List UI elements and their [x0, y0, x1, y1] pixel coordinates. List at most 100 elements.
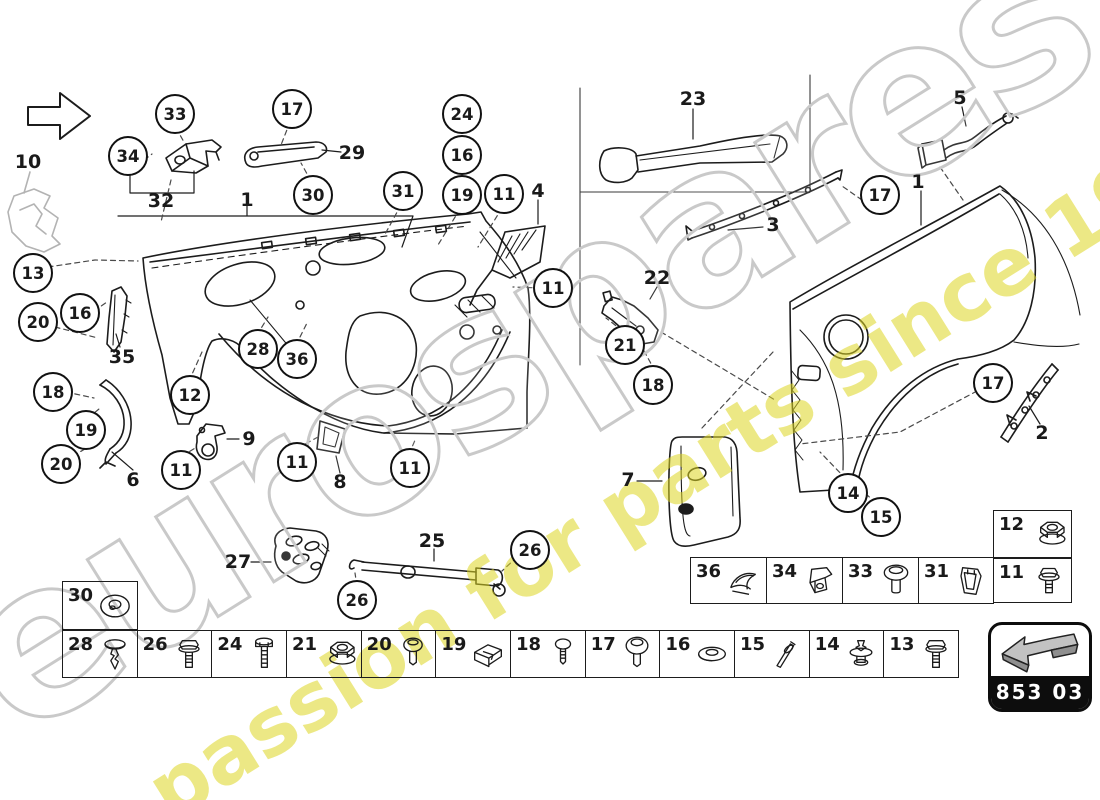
callout-circle-20[interactable]: 20: [41, 444, 81, 484]
part-cell-number: 16: [665, 634, 691, 655]
callout-label-1[interactable]: 1: [911, 171, 925, 193]
washer-icon: [698, 646, 727, 662]
callout-circle-31[interactable]: 31: [383, 171, 423, 211]
part-cell-20[interactable]: 20: [360, 630, 437, 678]
part-sketch-10: [7, 171, 61, 253]
callout-label-23[interactable]: 23: [679, 88, 707, 110]
part-cell-33[interactable]: 33: [842, 557, 919, 604]
part-cell-30[interactable]: 30: [62, 581, 138, 630]
callout-circle-11[interactable]: 11: [533, 268, 573, 308]
part-sketch-7: [668, 436, 741, 547]
callout-label-7[interactable]: 7: [621, 469, 635, 491]
callout-label-4[interactable]: 4: [531, 180, 545, 202]
callout-circle-17[interactable]: 17: [272, 89, 312, 129]
part-sketch-6: [99, 379, 132, 469]
part-sketch-35: [106, 286, 132, 353]
callout-label-5[interactable]: 5: [953, 87, 967, 109]
part-cell-number: 31: [924, 561, 950, 582]
callout-label-8[interactable]: 8: [333, 471, 347, 493]
flange-nut-icon: [1039, 521, 1066, 545]
part-sketch-23: [598, 134, 788, 184]
callout-label-1[interactable]: 1: [240, 189, 254, 211]
part-cell-number: 19: [441, 634, 467, 655]
part-sketch-32-bracket: [165, 139, 222, 174]
callout-circle-13[interactable]: 13: [13, 253, 53, 293]
part-sketch-4: [469, 225, 546, 306]
part-sketch-25: [348, 559, 506, 597]
part-cell-31[interactable]: 31: [918, 557, 994, 604]
part-sketch-22-bracket: [601, 290, 659, 345]
part-cell-number: 28: [68, 634, 94, 655]
callout-label-29[interactable]: 29: [338, 142, 366, 164]
callout-circle-26[interactable]: 26: [510, 530, 550, 570]
callout-label-27[interactable]: 27: [224, 551, 252, 573]
callout-circle-18[interactable]: 18: [33, 372, 73, 412]
pan-screw-icon: [403, 637, 424, 666]
flange-bolt-icon: [925, 640, 947, 668]
part-cell-number: 14: [814, 634, 840, 655]
part-sketch-29: [243, 141, 328, 168]
part-cell-16[interactable]: 16: [659, 630, 736, 678]
callout-label-22[interactable]: 22: [643, 267, 671, 289]
part-cell-14[interactable]: 14: [808, 630, 885, 678]
callout-circle-20[interactable]: 20: [18, 302, 58, 342]
part-cell-11[interactable]: 11: [993, 558, 1072, 603]
part-cell-number: 17: [590, 634, 616, 655]
grommet-clip-icon: [849, 640, 873, 666]
part-cell-13[interactable]: 13: [883, 630, 960, 678]
callout-circle-17[interactable]: 17: [860, 175, 900, 215]
callout-circle-34[interactable]: 34: [108, 136, 148, 176]
part-cell-number: 26: [142, 634, 168, 655]
edge-clip-icon: [960, 566, 982, 595]
callout-label-25[interactable]: 25: [418, 530, 446, 552]
part-cell-36[interactable]: 36: [690, 557, 767, 604]
callout-label-9[interactable]: 9: [242, 428, 256, 450]
section-dividers: [579, 74, 811, 366]
callout-circle-11[interactable]: 11: [390, 448, 430, 488]
callout-label-3[interactable]: 3: [766, 214, 780, 236]
callout-circle-21[interactable]: 21: [605, 325, 645, 365]
part-cell-21[interactable]: 21: [286, 630, 362, 678]
part-cell-19[interactable]: 19: [435, 630, 511, 678]
callout-circle-19[interactable]: 19: [442, 175, 482, 215]
part-cell-24[interactable]: 24: [211, 630, 287, 678]
part-cell-18[interactable]: 18: [510, 630, 586, 678]
callout-circle-36[interactable]: 36: [277, 339, 317, 379]
part-cell-12[interactable]: 12: [993, 510, 1072, 558]
callout-circle-16[interactable]: 16: [60, 293, 100, 333]
callout-label-10[interactable]: 10: [14, 151, 42, 173]
callout-label-35[interactable]: 35: [108, 346, 136, 368]
part-cell-number: 34: [772, 561, 798, 582]
part-cell-number: 36: [696, 561, 722, 582]
callout-circle-11[interactable]: 11: [277, 442, 317, 482]
callout-circle-11[interactable]: 11: [484, 174, 524, 214]
callout-circle-11[interactable]: 11: [161, 450, 201, 490]
part-cell-26[interactable]: 26: [136, 630, 213, 678]
callout-circle-16[interactable]: 16: [442, 135, 482, 175]
part-cell-number: 11: [999, 562, 1025, 583]
callout-circle-14[interactable]: 14: [828, 473, 868, 513]
callout-label-32[interactable]: 32: [147, 190, 175, 212]
callout-circle-26[interactable]: 26: [337, 580, 377, 620]
callout-circle-12[interactable]: 12: [170, 375, 210, 415]
flange-bolt-washer-icon: [1038, 567, 1060, 593]
part-sketch-2: [1000, 363, 1059, 443]
part-cell-number: 15: [740, 634, 766, 655]
part-cell-28[interactable]: 28: [62, 630, 138, 678]
callout-circle-15[interactable]: 15: [861, 497, 901, 537]
callout-label-2[interactable]: 2: [1035, 422, 1049, 444]
part-cell-17[interactable]: 17: [584, 630, 661, 678]
callout-circle-24[interactable]: 24: [442, 94, 482, 134]
callout-circle-30[interactable]: 30: [293, 175, 333, 215]
callout-circle-18[interactable]: 18: [633, 365, 673, 405]
flange-bolt-icon: [178, 640, 200, 668]
callout-label-6[interactable]: 6: [126, 469, 140, 491]
callout-circle-19[interactable]: 19: [66, 410, 106, 450]
part-cell-number: 33: [848, 561, 874, 582]
part-cell-34[interactable]: 34: [766, 557, 843, 604]
callout-circle-28[interactable]: 28: [238, 329, 278, 369]
callout-circle-17[interactable]: 17: [973, 363, 1013, 403]
callout-circle-33[interactable]: 33: [155, 94, 195, 134]
diagram-page-badge[interactable]: 853 03: [988, 622, 1092, 712]
part-cell-15[interactable]: 15: [734, 630, 810, 678]
